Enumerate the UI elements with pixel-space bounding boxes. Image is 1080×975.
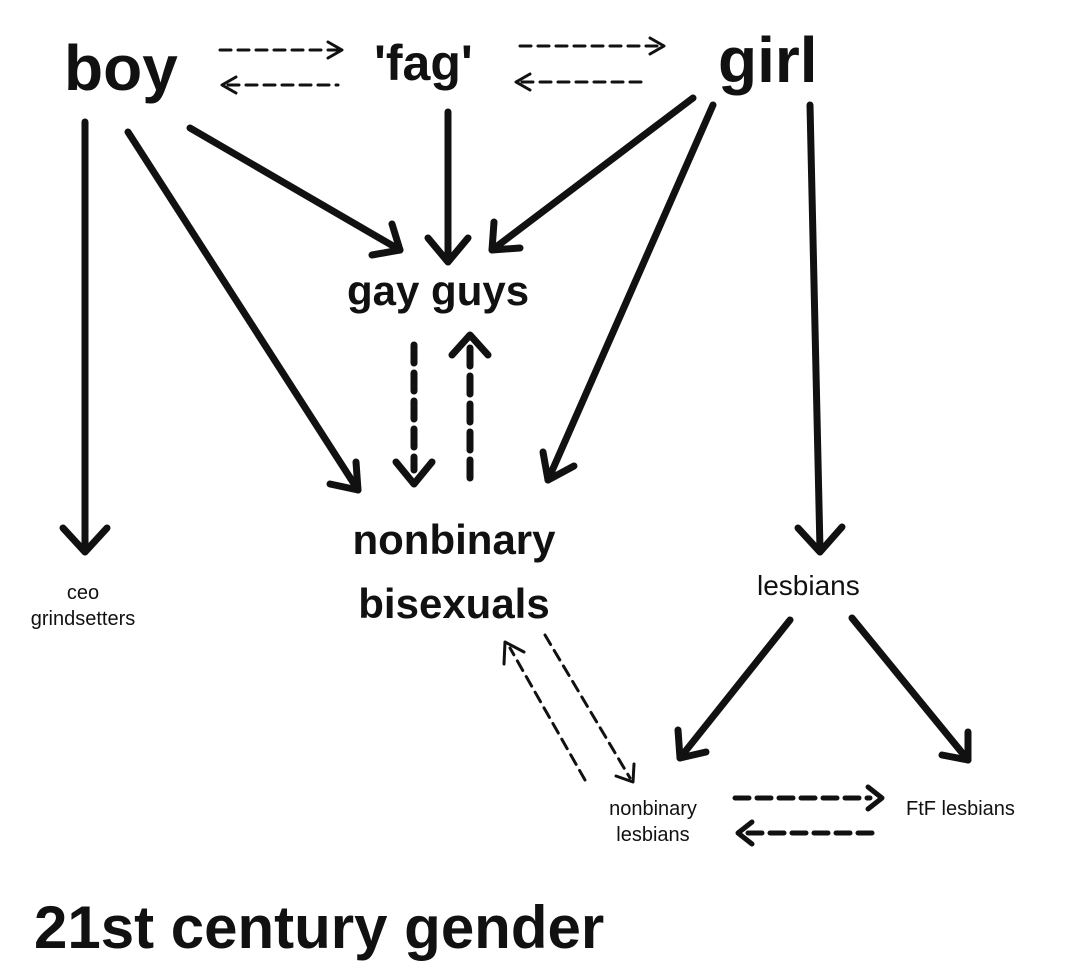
arrowhead-girl-to-fag <box>514 72 532 92</box>
dashed-arrow-nonbinary-lesbians-to-nonbinary-bisexuals <box>508 646 587 782</box>
arrowhead-ftf-lesbians-to-nonbinary-lesbians <box>735 819 755 847</box>
ceo-line1: ceo <box>66 582 100 604</box>
arrow-lesbians-to-nonbinary-lesbians <box>676 616 794 762</box>
arrowhead-boy-to-gay-guys <box>368 220 404 259</box>
arrow-lesbians-to-ftf-lesbians <box>848 614 972 764</box>
arrow-boy-to-nonbinary-bisexuals <box>124 128 362 494</box>
arrowhead-girl-to-lesbians <box>794 523 846 556</box>
arrow-girl-to-lesbians <box>806 101 824 554</box>
node-lesbians: lesbians <box>757 570 860 601</box>
arrowhead-boy-to-ceo <box>59 524 111 556</box>
arrowhead-girl-to-gay-guys <box>488 218 524 254</box>
node-girl: girl <box>718 24 818 96</box>
arrowhead-fag-to-gay-guys <box>424 234 472 266</box>
node-ftf-lesbians: FtF lesbians <box>906 798 1015 820</box>
arrowhead-gay-guys-to-nonbinary-bisexuals <box>392 458 436 488</box>
nonbinary-bisexuals-line1: nonbinary <box>352 516 556 563</box>
node-gay-guys: gay guys <box>347 267 530 314</box>
nonbinary-lesbians-line2: lesbians <box>616 824 690 846</box>
arrowhead-fag-to-girl <box>648 36 666 56</box>
arrowhead-boy-to-nonbinary-bisexuals <box>326 458 362 494</box>
arrowhead-nonbinary-bisexuals-to-nonbinary-lesbians <box>614 762 636 784</box>
arrowhead-nonbinary-lesbians-to-nonbinary-bisexuals <box>502 640 526 666</box>
node-boy: boy <box>64 32 178 104</box>
ceo-line2: grindsetters <box>30 608 136 630</box>
arrowhead-lesbians-to-ftf-lesbians <box>938 728 972 764</box>
arrowhead-nonbinary-lesbians-to-ftf-lesbians <box>865 784 885 812</box>
node-ceo-grindsetters: ceo grindsetters <box>31 580 136 632</box>
arrowhead-boy-to-fag <box>326 40 344 60</box>
arrow-boy-to-gay-guys <box>186 124 404 254</box>
dashed-arrow-nonbinary-bisexuals-to-nonbinary-lesbians <box>543 633 632 780</box>
arrow-girl-to-nonbinary-bisexuals <box>544 101 717 484</box>
arrowhead-nonbinary-bisexuals-to-gay-guys <box>448 331 492 359</box>
nonbinary-bisexuals-line2: bisexuals <box>358 580 550 627</box>
arrowhead-lesbians-to-nonbinary-lesbians <box>674 726 710 762</box>
node-nonbinary-bisexuals: nonbinary bisexuals <box>352 512 555 632</box>
diagram-title: 21st century gender <box>34 894 605 961</box>
node-nonbinary-lesbians: nonbinary lesbians <box>609 796 697 848</box>
node-fag: 'fag' <box>374 35 473 91</box>
nonbinary-lesbians-line1: nonbinary <box>609 798 697 820</box>
arrow-girl-to-gay-guys <box>488 94 697 254</box>
arrowhead-girl-to-nonbinary-bisexuals <box>539 448 578 484</box>
arrowhead-fag-to-boy <box>220 75 238 95</box>
